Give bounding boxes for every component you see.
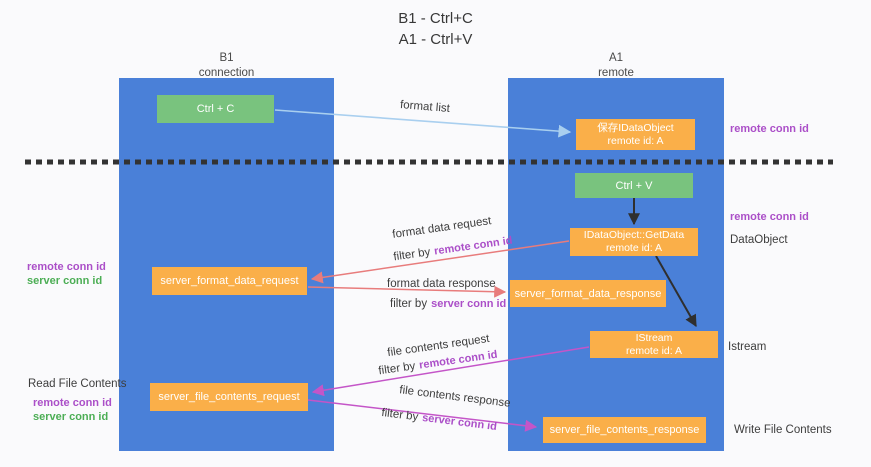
getdata-line1: IDataObject::GetData — [583, 229, 685, 241]
remote-conn-id-annotation-left-1: remote conn id — [27, 261, 106, 273]
server-file-contents-request-label: server_file_contents_request — [158, 391, 300, 403]
save-idataobject-line2: remote id: A — [607, 134, 664, 147]
ctrl-v-label: Ctrl + V — [615, 179, 653, 192]
remote-conn-id-annotation-mid-right: remote conn id — [730, 211, 809, 223]
dataobject-annotation: DataObject — [730, 234, 788, 246]
file-contents-response-label: file contents response — [398, 384, 512, 410]
getdata-line2: remote id: A — [605, 242, 663, 254]
write-file-contents-annotation: Write File Contents — [734, 424, 832, 436]
server-format-data-response-box: server_format_data_response — [510, 280, 666, 307]
lane-b1-name: B1 — [219, 52, 234, 64]
server-file-contents-response-label: server_file_contents_response — [549, 424, 700, 436]
ctrl-c-box: Ctrl + C — [157, 95, 274, 123]
lane-a1-subtitle: remote — [598, 67, 634, 79]
lane-header-a1: A1 remote — [508, 51, 724, 81]
idataobject-getdata-box: IDataObject::GetData remote id: A — [570, 228, 698, 256]
server-file-contents-response-box: server_file_contents_response — [543, 417, 706, 443]
format-list-label: format list — [399, 99, 451, 115]
save-idataobject-line1: 保存IDataObject — [597, 121, 674, 134]
server-conn-id-annotation-left-2: server conn id — [33, 411, 109, 423]
server-format-data-request-box: server_format_data_request — [152, 267, 307, 295]
server-format-data-request-label: server_format_data_request — [160, 275, 299, 287]
lane-header-b1: B1 connection — [119, 51, 334, 81]
lane-b1-subtitle: connection — [198, 67, 255, 79]
remote-conn-id-annotation-top-right: remote conn id — [730, 123, 809, 135]
server-conn-id-annotation-left-1: server conn id — [27, 275, 103, 287]
filter-by-text: filter by — [380, 406, 419, 424]
server-conn-id-token: server conn id — [421, 411, 498, 434]
istream-annotation: Istream — [728, 341, 767, 353]
filter-by-text: filter by — [392, 246, 432, 264]
title-line-1: B1 - Ctrl+C — [398, 10, 473, 27]
diagram-title: B1 - Ctrl+C A1 - Ctrl+V — [0, 8, 871, 50]
ctrl-c-label: Ctrl + C — [196, 103, 235, 115]
istream-line1: IStream — [635, 331, 673, 344]
format-data-request-label: format data request — [391, 215, 493, 241]
remote-conn-id-token: remote conn id — [433, 234, 514, 258]
lane-a1-name: A1 — [608, 52, 624, 64]
remote-conn-id-annotation-left-2: remote conn id — [33, 397, 112, 409]
read-file-contents-annotation: Read File Contents — [28, 378, 127, 390]
filter-by-text: filter by — [377, 360, 417, 378]
format-data-response-label: format data response — [387, 278, 496, 290]
server-format-data-response-label: server_format_data_response — [514, 287, 662, 300]
title-line-2: A1 - Ctrl+V — [398, 31, 473, 48]
ctrl-v-box: Ctrl + V — [575, 173, 693, 198]
istream-line2: remote id: A — [625, 344, 683, 357]
filter-by-text: filter by — [390, 298, 428, 310]
server-file-contents-request-box: server_file_contents_request — [150, 383, 308, 411]
istream-box: IStream remote id: A — [590, 331, 718, 358]
save-idataobject-box: 保存IDataObject remote id: A — [576, 119, 695, 150]
server-conn-id-token: server conn id — [431, 298, 507, 310]
